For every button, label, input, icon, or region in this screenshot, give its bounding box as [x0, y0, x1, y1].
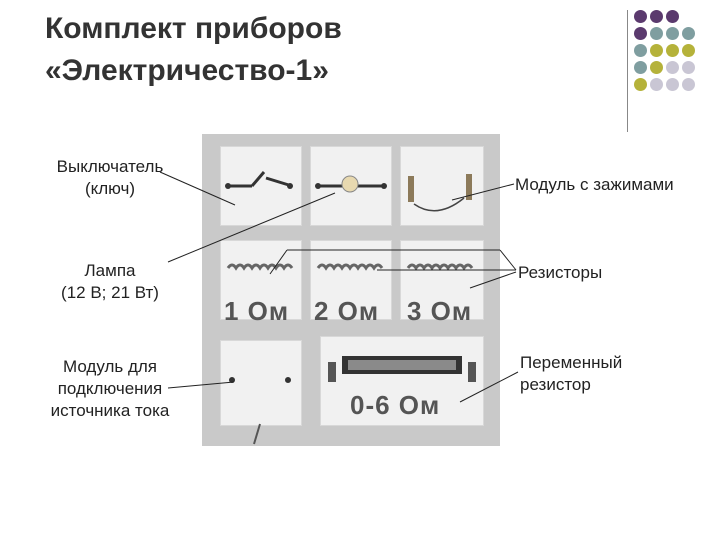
decorative-dot — [650, 27, 663, 40]
decorative-dot — [682, 61, 695, 74]
decorative-dot — [666, 61, 679, 74]
decorative-dot — [650, 44, 663, 57]
decorative-dot — [666, 27, 679, 40]
decorative-dot — [634, 27, 647, 40]
decorative-dot — [650, 78, 663, 91]
switch-label: Выключатель (ключ) — [56, 157, 164, 198]
resistor-2-tile — [310, 240, 392, 320]
photo-details — [225, 171, 476, 445]
clamp-module-label: Модуль с зажимами — [515, 175, 674, 194]
resistor-3-value: 3 Ом — [407, 296, 473, 326]
equipment-photo: 1 Ом 2 Ом 3 Ом 0-6 Ом — [202, 134, 500, 446]
resistor-1-value: 1 Ом — [224, 296, 290, 326]
variable-resistor-tile — [320, 336, 484, 426]
resistor-1-tile — [220, 240, 302, 320]
power-module-tile — [220, 340, 302, 426]
power-module-label: Модуль для подключения источника тока — [50, 357, 170, 420]
variable-resistor-value: 0-6 Ом — [350, 390, 441, 420]
decorative-dot — [634, 61, 647, 74]
decorative-dot — [634, 78, 647, 91]
resistor-3-tile — [400, 240, 484, 320]
variable-resistor-label: Переменный резистор — [520, 353, 623, 394]
decorative-dot — [666, 44, 679, 57]
decorative-dot — [682, 27, 695, 40]
decorative-dot — [650, 61, 663, 74]
decorative-dot — [682, 44, 695, 57]
decorative-dot — [682, 78, 695, 91]
lamp-label: Лампа (12 В; 21 Вт) — [61, 261, 159, 302]
decorative-dot — [666, 78, 679, 91]
title-divider-line — [627, 10, 628, 132]
resistors-label: Резисторы — [518, 263, 603, 282]
resistor-2-value: 2 Ом — [314, 296, 380, 326]
page-title: Комплект приборов «Электричество-1» — [45, 12, 342, 87]
decorative-dot — [634, 10, 647, 23]
decorative-dot — [666, 10, 679, 23]
decorative-dot — [634, 44, 647, 57]
decorative-dot — [650, 10, 663, 23]
